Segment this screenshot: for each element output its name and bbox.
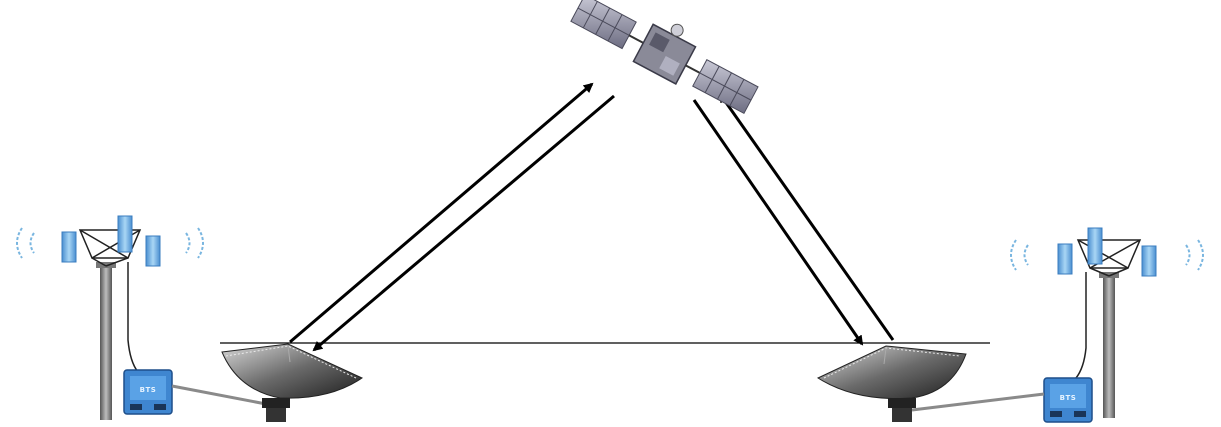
satellite-icon: [568, 0, 766, 119]
bts-label: BTS: [1060, 394, 1077, 402]
bts-to-dish-cable: [912, 394, 1044, 410]
bts-to-dish-cable: [172, 386, 266, 404]
downlink-arrow-right: [694, 100, 862, 344]
antenna-panel-icon: [1088, 228, 1102, 264]
tower-cable: [128, 262, 138, 372]
satellite-dish-icon: [222, 344, 362, 422]
bts-box-icon: BTS: [124, 370, 172, 414]
bts-box-icon: BTS: [1044, 378, 1092, 422]
downlink-arrow-left: [314, 96, 614, 350]
signal-wave-icon: [1011, 240, 1203, 270]
uplink-arrow-right: [720, 94, 893, 340]
satellite-dish-icon: [818, 346, 966, 422]
signal-wave-icon: [17, 228, 203, 258]
antenna-panel-icon: [146, 236, 160, 266]
solar-panel-left: [571, 0, 636, 49]
link-arrows: [290, 84, 893, 350]
tower-cable: [1076, 272, 1086, 378]
antenna-panel-icon: [1142, 246, 1156, 276]
antenna-panel-icon: [1058, 244, 1072, 274]
antenna-panel-icon: [118, 216, 132, 252]
bts-label: BTS: [140, 386, 157, 394]
left-site: BTS: [17, 216, 362, 422]
uplink-arrow-left: [290, 84, 592, 342]
right-site: BTS: [818, 228, 1203, 422]
solar-panel-right: [693, 60, 758, 114]
satellite-body: [633, 24, 695, 84]
antenna-panel-icon: [62, 232, 76, 262]
